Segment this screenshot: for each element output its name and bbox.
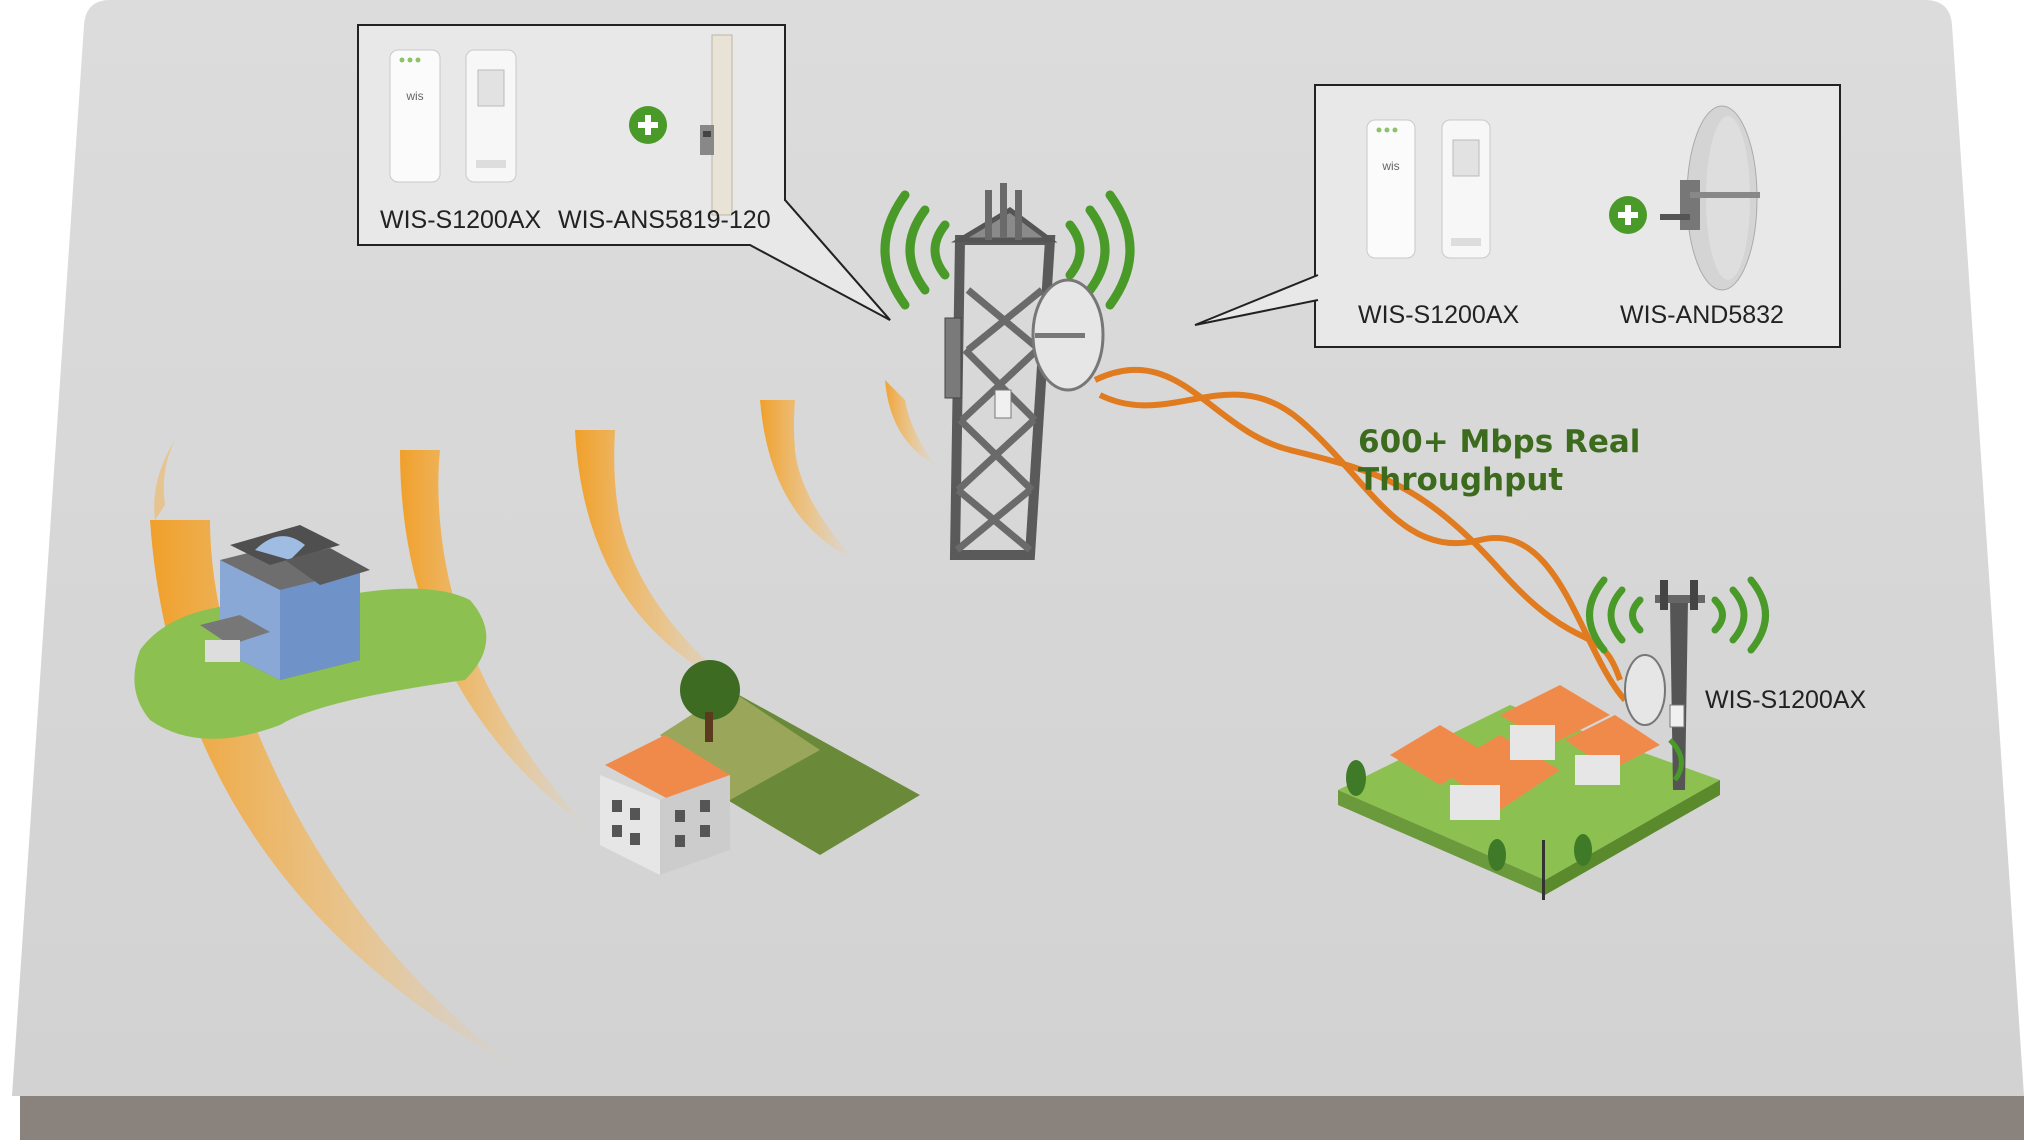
left-radio-label: WIS-S1200AX — [380, 206, 542, 234]
remote-residential-site: WIS-S1200AX — [1338, 576, 1867, 900]
right-antenna-label: WIS-AND5832 — [1620, 301, 1784, 329]
remote-radio-label: WIS-S1200AX — [1705, 686, 1867, 714]
radio-unit-back — [465, 49, 517, 183]
left-antenna-label: WIS-ANS5819-120 — [558, 206, 771, 234]
headline-line-1: 600+ Mbps Real — [1358, 424, 1640, 460]
right-radio-label: WIS-S1200AX — [1358, 301, 1520, 329]
right-callout: wis WIS-S1200AX WIS-AND5832 — [1194, 84, 1841, 348]
wifi-signal-icon — [880, 190, 1135, 310]
house-with-field — [600, 660, 920, 875]
house-roofs — [1390, 685, 1660, 820]
svg-text:wis: wis — [1381, 159, 1399, 173]
radio-unit-back — [1441, 119, 1491, 259]
wifi-signal-icon — [1586, 576, 1769, 654]
plus-circle-icon — [1609, 196, 1647, 234]
svg-text:wis: wis — [405, 89, 423, 103]
headline-line-2: Throughput — [1358, 462, 1563, 498]
office-building — [134, 525, 487, 739]
trees — [1346, 760, 1592, 871]
radio-unit-front: wis — [1366, 119, 1416, 259]
left-callout: wis WIS-S1200AX WIS-ANS5819-120 — [357, 24, 891, 321]
plus-circle-icon — [629, 106, 667, 144]
wireless-link-wave — [1093, 366, 1628, 703]
small-tower — [1624, 580, 1705, 790]
radio-unit-front: wis — [389, 49, 441, 183]
central-tower — [880, 183, 1135, 560]
dish-antenna — [1660, 105, 1760, 291]
throughput-headline: 600+ Mbps Real Throughput — [1358, 424, 1640, 498]
sector-antenna — [700, 34, 733, 216]
